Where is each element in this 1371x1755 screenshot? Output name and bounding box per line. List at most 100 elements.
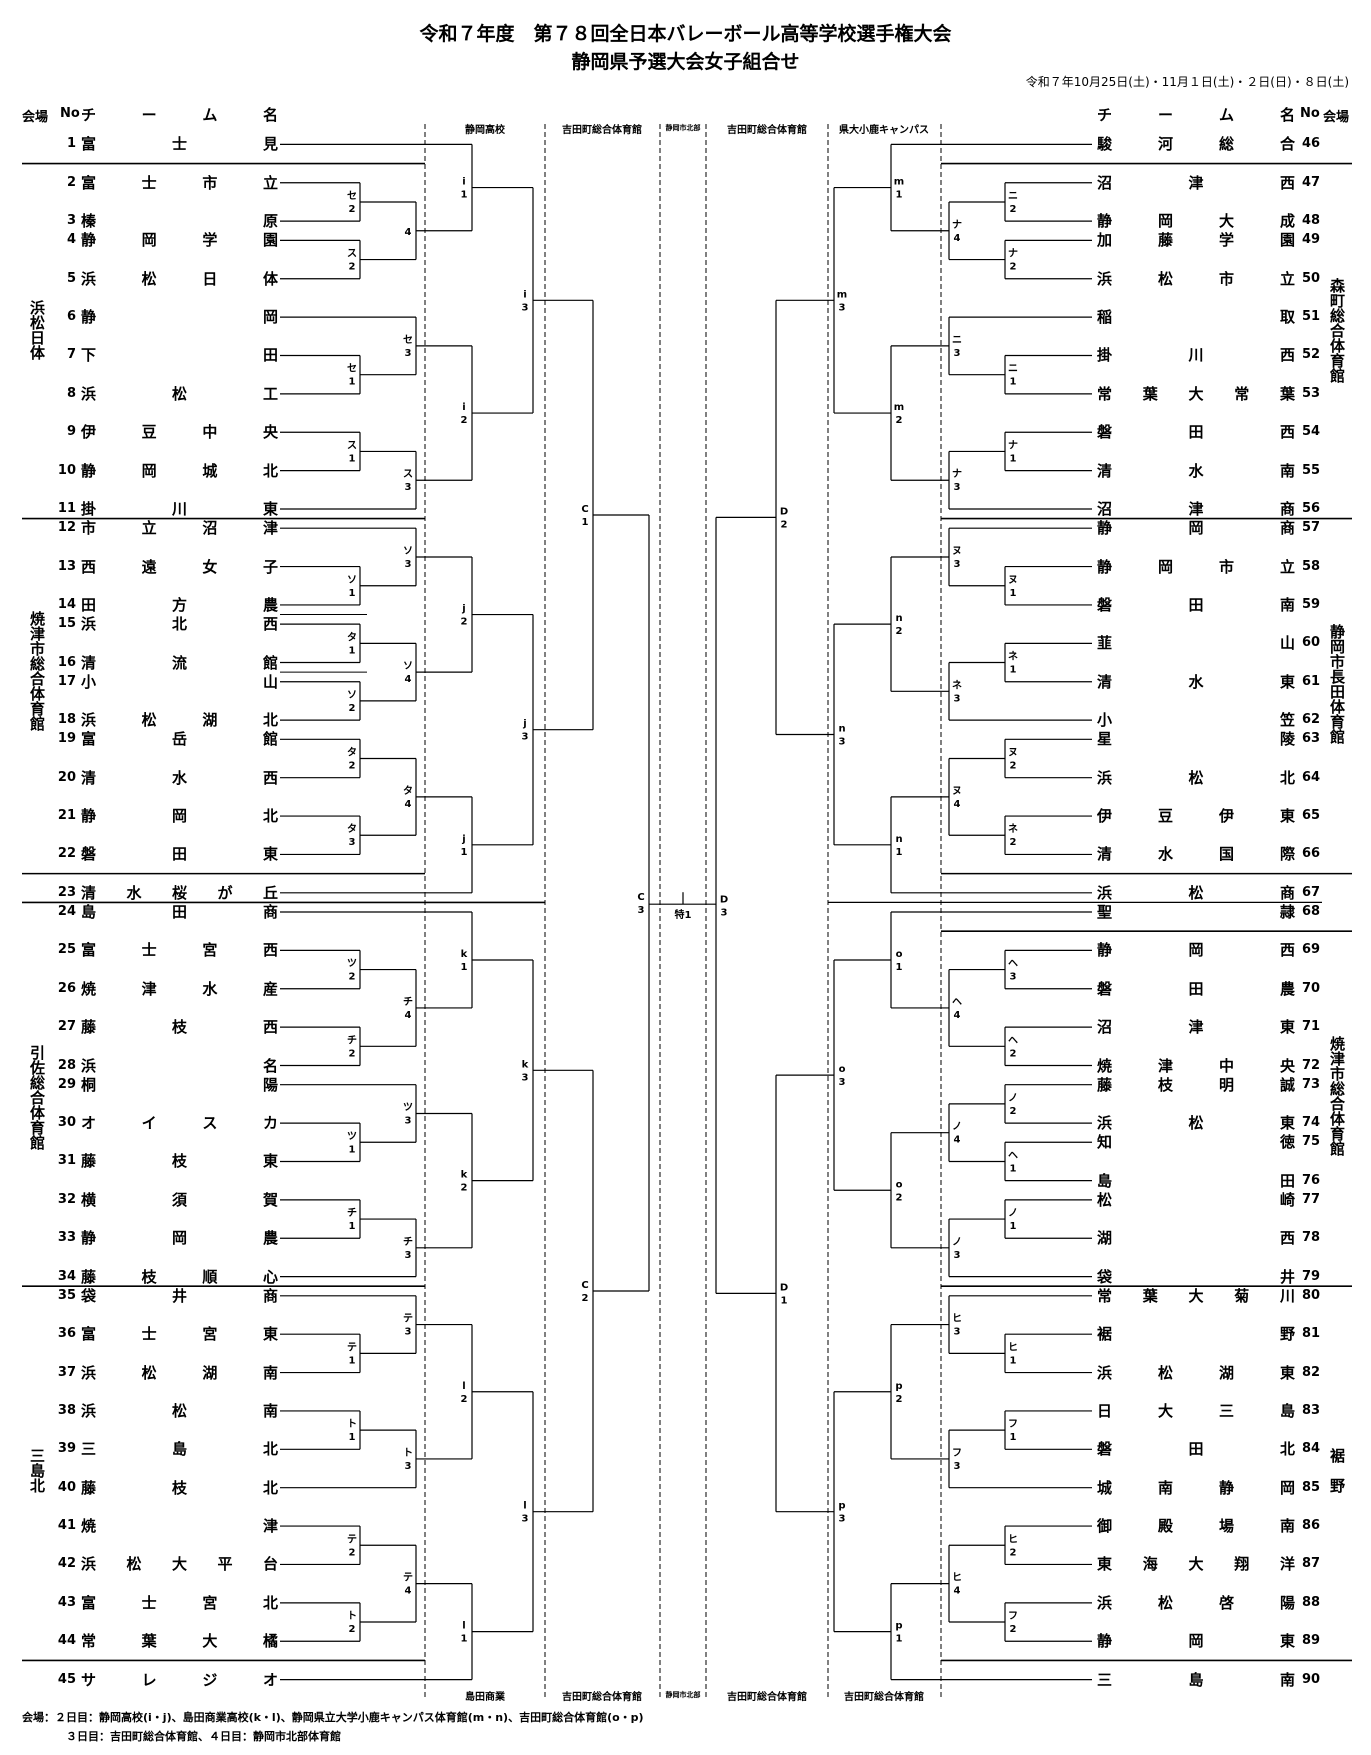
team-name-char: 総 [1218, 135, 1234, 154]
team-name: 焼津水産 [81, 980, 278, 998]
team-name-char: オ [262, 1670, 278, 1689]
team-name: 静岡大成 [1097, 212, 1295, 230]
left-venue-label: 三島北 [28, 1447, 46, 1493]
team-name-char: 商 [1279, 883, 1295, 902]
team-name-char: 津 [141, 979, 157, 998]
team-name-char: 津 [1157, 1056, 1173, 1075]
team-name-char: 啓 [1218, 1593, 1234, 1612]
team-name-char: 清 [1097, 672, 1113, 691]
team-name-char: 知 [1097, 1133, 1113, 1152]
team-name: 富士市立 [81, 174, 278, 192]
team-name: 湖西 [1097, 1229, 1295, 1247]
team-name-char: 岡 [141, 231, 157, 250]
team-name: 藤枝北 [81, 1479, 278, 1497]
team-name-char: 小 [81, 672, 97, 691]
team-name-char: 園 [262, 231, 278, 250]
team-number: 23 [57, 884, 76, 900]
team-name-char: 山 [262, 672, 278, 691]
team-name-char: 順 [202, 1267, 218, 1286]
team-number: 27 [57, 1019, 76, 1035]
team-name-char: 際 [1279, 845, 1295, 864]
team-name-char: 東 [1279, 1114, 1295, 1133]
team-name-char: 湖 [202, 711, 218, 730]
team-name-char: 西 [1279, 1229, 1295, 1248]
team-name-char: 静 [1097, 212, 1113, 231]
team-name-char: 西 [262, 1018, 278, 1037]
right-venue-label: 焼津市総合体育館 [1328, 1035, 1346, 1156]
team-name-char: 水 [1188, 461, 1204, 480]
team-name-char: 伊 [81, 423, 97, 442]
team-name-char: 北 [262, 1593, 278, 1612]
team-name: 磐田南 [1097, 596, 1295, 614]
team-name: 星陵 [1097, 730, 1295, 748]
team-name-char: 立 [141, 519, 157, 538]
team-name-char: 南 [262, 1363, 278, 1382]
team-name-char: 田 [171, 845, 187, 864]
team-name-char: 館 [262, 653, 278, 672]
team-name-char: 岡 [1188, 941, 1204, 960]
right-venue-label: 裾 野 [1328, 1447, 1346, 1493]
team-name-char: 枝 [141, 1267, 157, 1286]
team-name-char: 岡 [171, 1229, 187, 1248]
team-name-char: 流 [171, 653, 187, 672]
team-name-char: 磐 [1097, 1440, 1113, 1459]
team-name: 横須賀 [81, 1191, 278, 1209]
team-number: 84 [1302, 1441, 1321, 1457]
team-number: 40 [57, 1479, 76, 1495]
team-name: 富士見 [81, 135, 278, 153]
team-name-char: 焼 [1097, 1056, 1113, 1075]
team-name: 清水国際 [1097, 845, 1295, 863]
team-name-char: 磐 [1097, 979, 1113, 998]
team-name-char: 湖 [202, 1363, 218, 1382]
team-name-char: 誠 [1279, 1075, 1295, 1094]
team-number: 2 [66, 174, 76, 190]
team-name: 浜松日体 [81, 270, 278, 288]
team-name-char: 平 [217, 1555, 233, 1574]
team-name-char: 心 [262, 1267, 278, 1286]
team-name-char: 葉 [141, 1632, 157, 1651]
team-name-char: 稲 [1097, 308, 1113, 327]
team-name-char: 掛 [1097, 346, 1113, 365]
team-name-char: 常 [1097, 1286, 1113, 1305]
team-name-char: 清 [81, 768, 97, 787]
team-name: 清流館 [81, 654, 278, 672]
team-name: 浜松湖北 [81, 711, 278, 729]
team-number: 31 [57, 1153, 76, 1169]
team-name-char: 磐 [1097, 423, 1113, 442]
team-name-char: 学 [202, 231, 218, 250]
team-name-char: 農 [1279, 979, 1295, 998]
team-name-char: 北 [262, 711, 278, 730]
team-name-char: 浜 [1097, 1363, 1113, 1382]
tournament-dates: 令和７年10月25日(土)・11月１日(土)・２日(日)・８日(土) [1025, 75, 1349, 89]
team-name: 市立沼津 [81, 519, 278, 537]
team-name-char: 隷 [1279, 903, 1295, 921]
team-name-char: オ [81, 1114, 97, 1133]
team-name: 松崎 [1097, 1191, 1295, 1209]
team-name-char: 殿 [1157, 1517, 1173, 1536]
column-venue-bottom: 島田商業 [465, 1692, 505, 1703]
team-name: 静岡市立 [1097, 558, 1295, 576]
team-number: 29 [57, 1076, 76, 1092]
team-number: 1 [66, 136, 76, 152]
team-name: 榛原 [81, 212, 278, 230]
team-name-char: 立 [1279, 269, 1295, 288]
team-number: 22 [57, 846, 76, 862]
team-name-char: 学 [1218, 231, 1234, 250]
team-name-char: 田 [1188, 979, 1204, 998]
team-number: 79 [1302, 1268, 1321, 1284]
team-number: 73 [1302, 1076, 1321, 1092]
team-name-char: 藤 [81, 1018, 97, 1037]
team-name-char: 清 [81, 883, 97, 902]
